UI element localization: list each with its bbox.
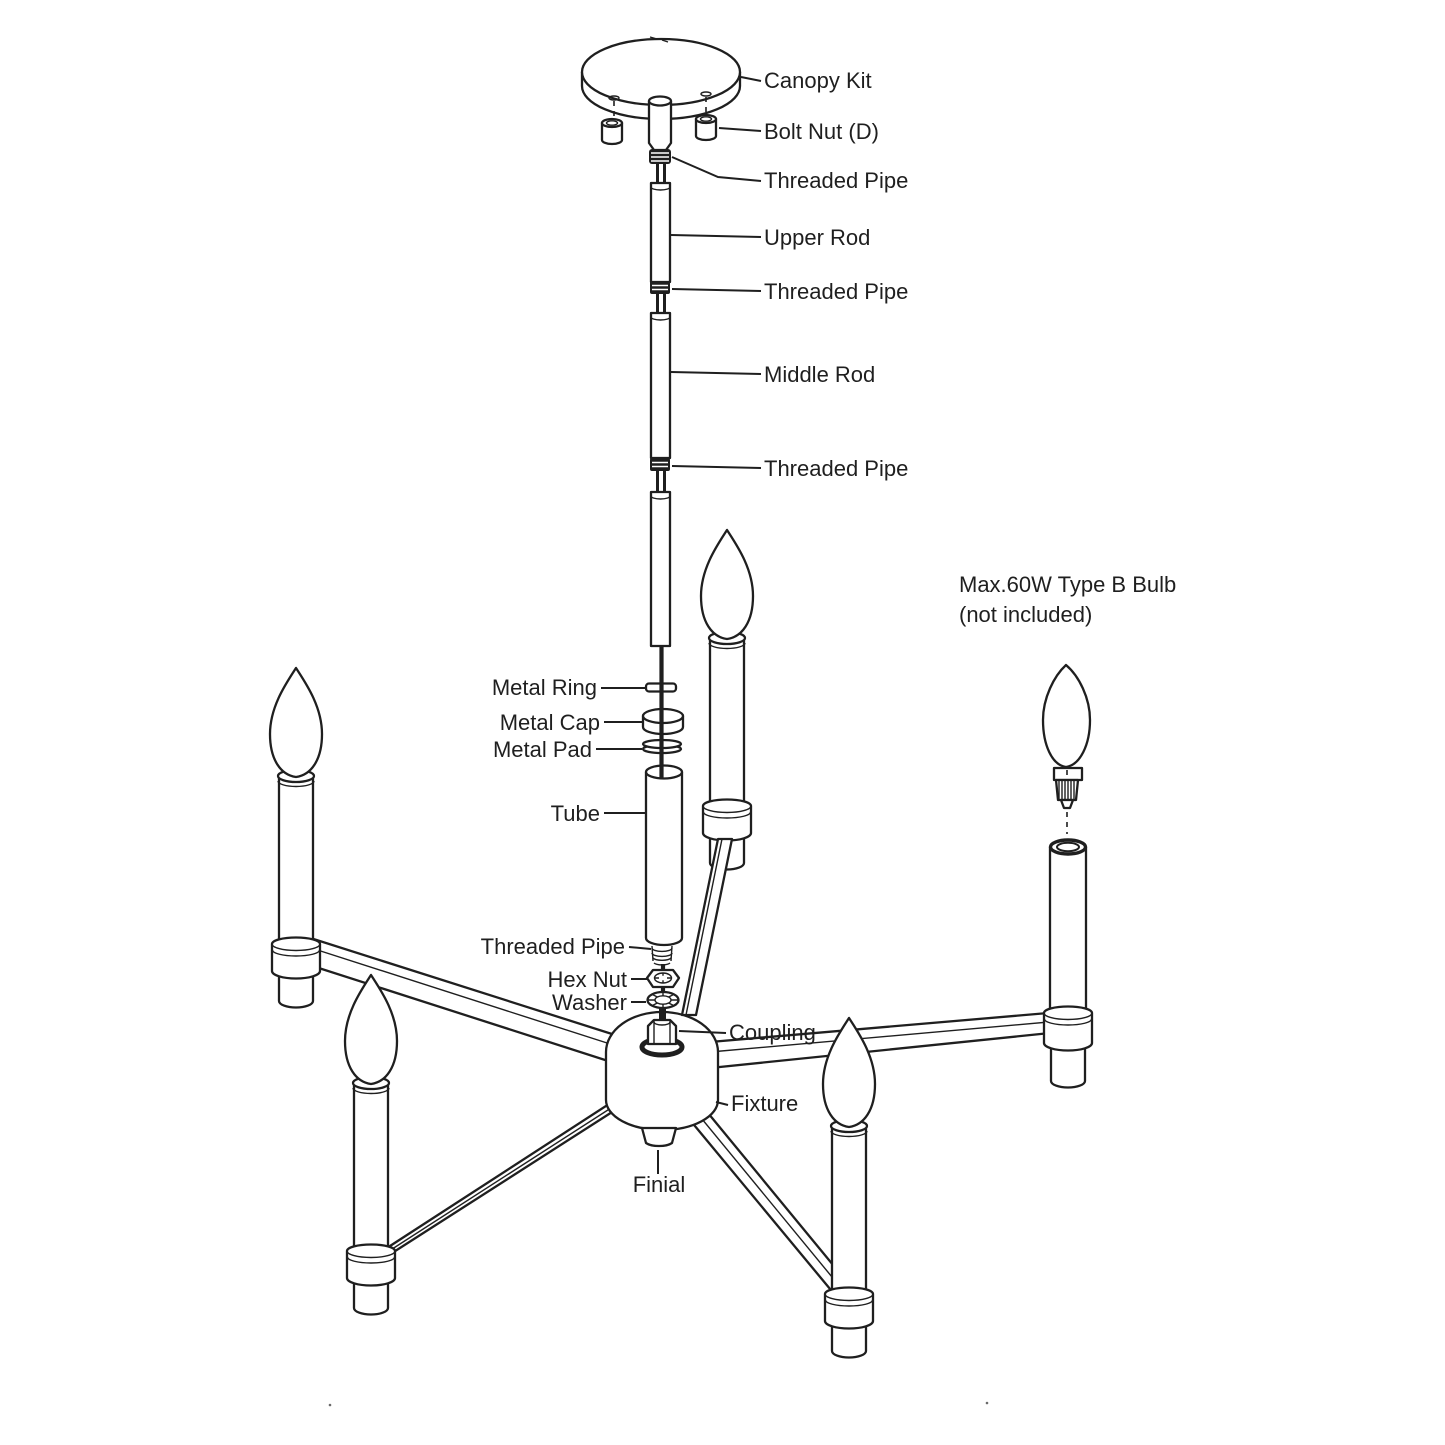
finial-part xyxy=(640,1126,678,1148)
note-line1: Max.60W Type B Bulb xyxy=(959,572,1176,597)
socket-right xyxy=(1042,838,1094,1089)
note-line2: (not included) xyxy=(959,602,1092,627)
label-washer: Washer xyxy=(552,990,627,1015)
label-metal-pad: Metal Pad xyxy=(493,737,592,762)
label-finial: Finial xyxy=(633,1172,686,1197)
bolt-nut-right xyxy=(694,91,718,142)
bolt-nut-left xyxy=(600,95,624,146)
label-threaded-pipe-upper: Threaded Pipe xyxy=(764,279,908,304)
labels: Canopy Kit Bolt Nut (D) Threaded Pipe Up… xyxy=(481,68,1177,1197)
tube-part xyxy=(644,764,684,947)
arm-lower-left xyxy=(376,1078,648,1264)
label-upper-rod: Upper Rod xyxy=(764,225,870,250)
leader-lines xyxy=(596,76,762,1174)
middle-rod-part xyxy=(649,311,672,460)
speck xyxy=(328,1403,332,1407)
fixture-body xyxy=(604,1010,720,1132)
candle-bottom-middle xyxy=(821,1016,877,1359)
label-metal-cap: Metal Cap xyxy=(500,710,600,735)
speck xyxy=(985,1401,989,1405)
bulb-screw-base xyxy=(1054,778,1080,810)
label-tube: Tube xyxy=(551,801,600,826)
label-threaded-pipe-lower: Threaded Pipe xyxy=(764,456,908,481)
arm-upper xyxy=(680,837,734,1017)
threaded-pipe-lower-part xyxy=(650,458,670,493)
label-hex-nut: Hex Nut xyxy=(548,967,627,992)
candle-center xyxy=(699,528,755,871)
label-fixture: Fixture xyxy=(731,1091,798,1116)
threaded-pipe-bottom-part xyxy=(651,945,673,966)
label-coupling: Coupling xyxy=(729,1020,816,1045)
label-canopy-kit: Canopy Kit xyxy=(764,68,872,93)
lower-rod-part xyxy=(649,490,672,648)
hex-nut-part xyxy=(645,968,681,989)
canopy-stem xyxy=(647,95,673,152)
upper-rod-part xyxy=(649,181,672,284)
candle-lower-left xyxy=(343,973,399,1316)
label-metal-ring: Metal Ring xyxy=(492,675,597,700)
label-middle-rod: Middle Rod xyxy=(764,362,875,387)
canopy-kit-part xyxy=(580,36,742,121)
label-threaded-pipe-bottom: Threaded Pipe xyxy=(481,934,625,959)
threaded-pipe-upper-part xyxy=(650,281,670,314)
threaded-pipe-top-part xyxy=(649,149,671,185)
candle-left xyxy=(268,666,324,1009)
label-threaded-pipe-top: Threaded Pipe xyxy=(764,168,908,193)
label-bolt-nut: Bolt Nut (D) xyxy=(764,119,879,144)
washer-part xyxy=(646,990,680,1010)
spare-bulb xyxy=(1041,663,1092,834)
arm-lower-right xyxy=(678,1094,854,1303)
